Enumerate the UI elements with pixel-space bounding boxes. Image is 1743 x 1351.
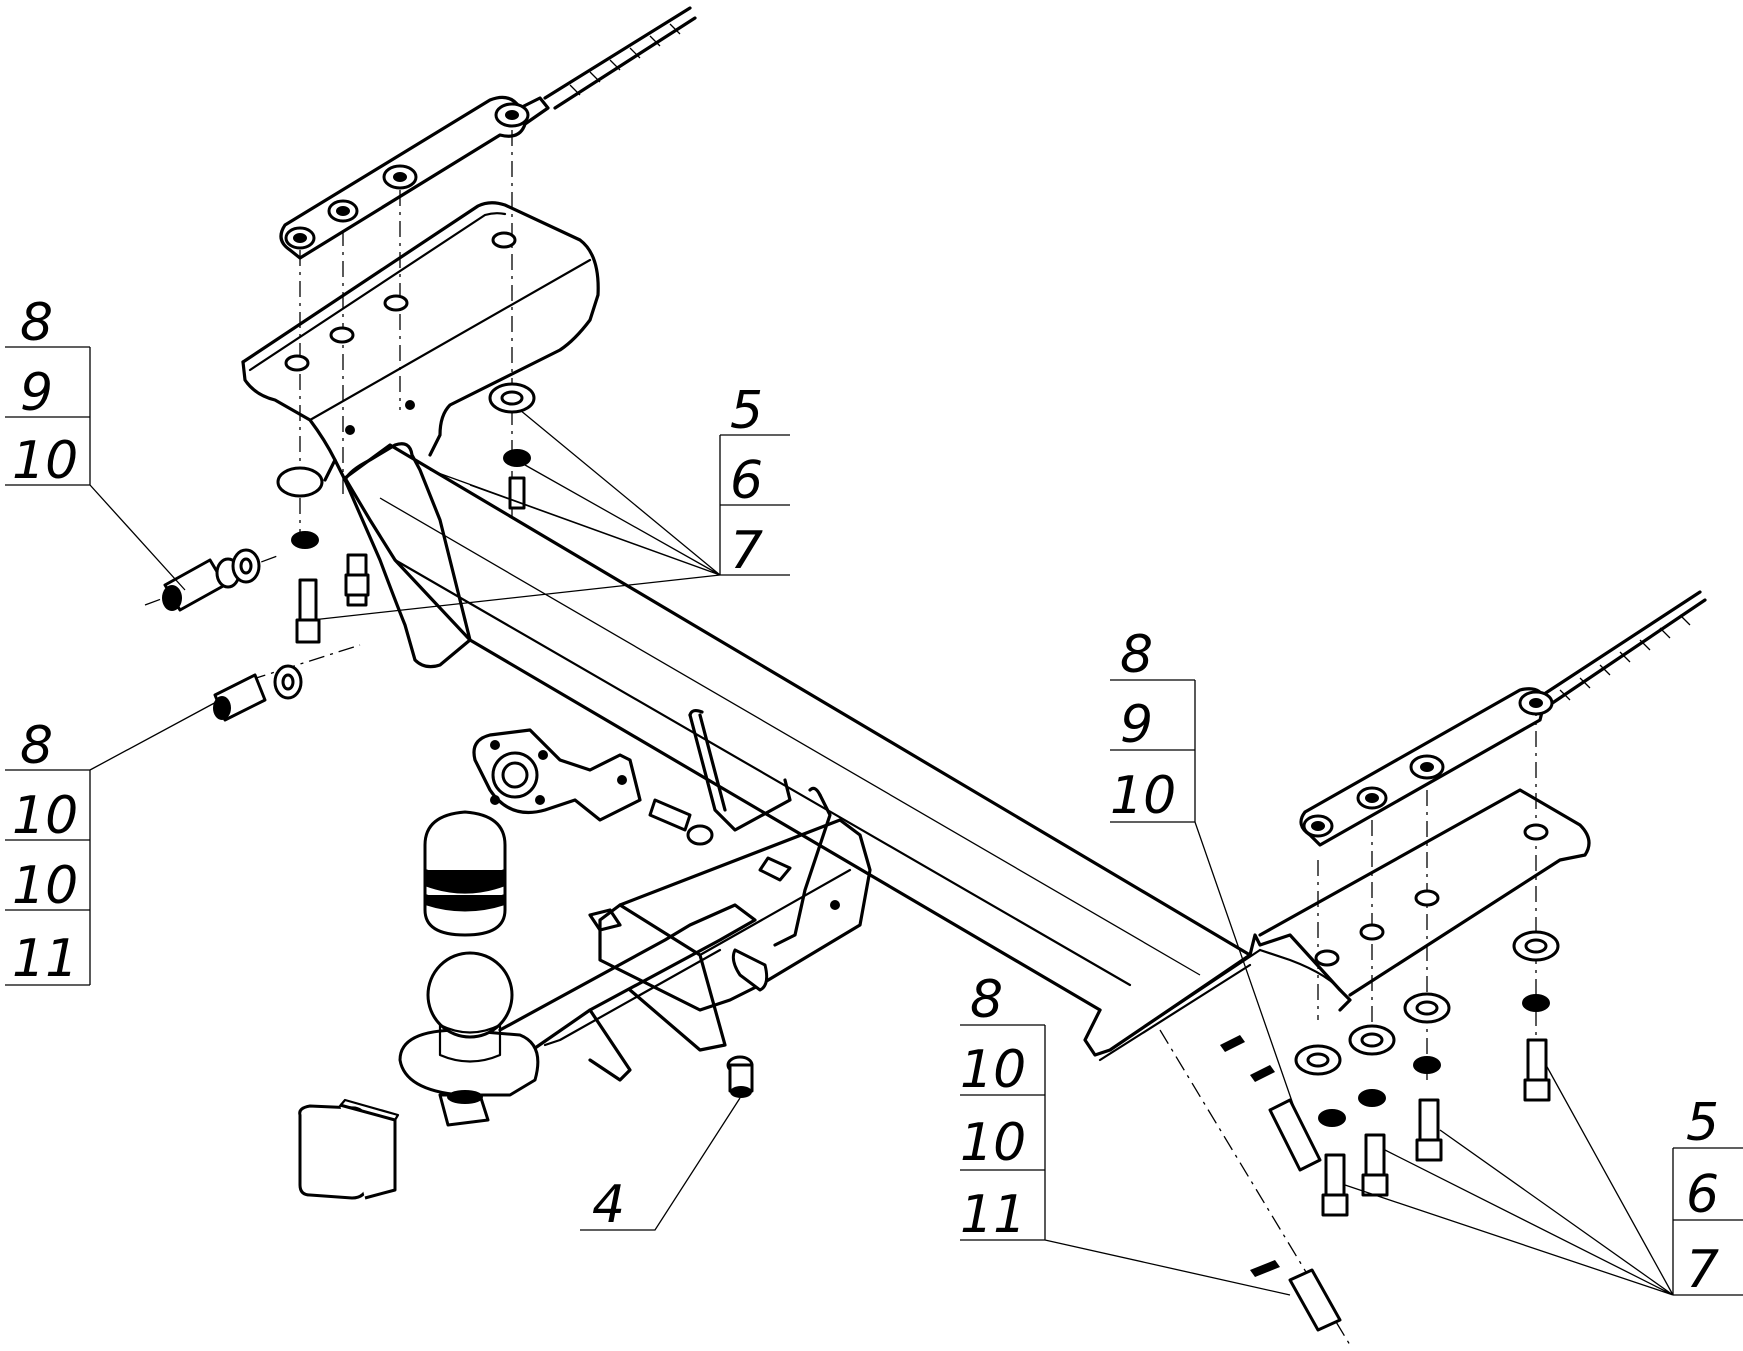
callout-top-left-2: 9	[20, 363, 53, 423]
right-mounting-bracket	[1083, 788, 1591, 1062]
right-fasteners	[1220, 930, 1560, 1332]
callout-bottom-right-1: 5	[1686, 1093, 1719, 1153]
callout-top-center-3: 7	[730, 521, 763, 581]
socket-bracket	[472, 728, 692, 832]
callout-top-left-3: 10	[12, 431, 78, 491]
left-threaded-stud-assembly	[279, 6, 697, 260]
left-stud-thread-marks	[569, 23, 681, 96]
callout-bottom-center-1: 8	[970, 970, 1003, 1030]
callout-bottom-single-1: 4	[592, 1175, 625, 1235]
callout-bottom-center-4: 11	[960, 1185, 1026, 1245]
callout-bottom-center: 8 10 10 11	[960, 970, 1026, 1245]
callout-mid-left-3: 10	[12, 856, 78, 916]
main-crossbar-tube	[343, 443, 1252, 1012]
callout-mid-left-4: 11	[12, 929, 78, 989]
callout-top-left-1: 8	[20, 293, 53, 353]
callout-mid-left-1: 8	[20, 716, 53, 776]
left-mounting-bracket	[241, 201, 600, 482]
callout-bottom-center-2: 10	[960, 1040, 1026, 1100]
callout-bottom-right-2: 6	[1686, 1165, 1719, 1225]
callout-top-left: 8 9 10	[12, 293, 78, 491]
ball-mount	[398, 903, 757, 1127]
callout-mid-left: 8 10 10 11	[12, 716, 78, 989]
receiver-bolt	[726, 1055, 754, 1098]
hitch-cover	[298, 1098, 400, 1200]
callout-top-center: 5 6 7	[730, 381, 763, 581]
callout-bottom-single: 4	[592, 1175, 625, 1235]
right-threaded-stud-assembly	[1299, 590, 1707, 847]
callout-right-mid-3: 10	[1110, 766, 1176, 826]
leader-lines	[5, 346, 1743, 1296]
receiver-tube	[588, 708, 872, 1052]
callout-bottom-right-3: 7	[1686, 1240, 1719, 1300]
callout-right-mid-2: 9	[1120, 695, 1153, 755]
callout-top-center-2: 6	[730, 451, 763, 511]
right-stud-thread-marks	[1559, 614, 1691, 701]
callout-bottom-right: 5 6 7	[1686, 1093, 1719, 1300]
callout-right-mid-1: 8	[1120, 625, 1153, 685]
callout-bottom-center-3: 10	[960, 1113, 1026, 1173]
callout-mid-left-2: 10	[12, 786, 78, 846]
ball-cap	[423, 810, 507, 937]
left-fasteners	[162, 382, 536, 722]
callout-top-center-1: 5	[730, 381, 763, 441]
callout-right-mid: 8 9 10	[1110, 625, 1176, 826]
